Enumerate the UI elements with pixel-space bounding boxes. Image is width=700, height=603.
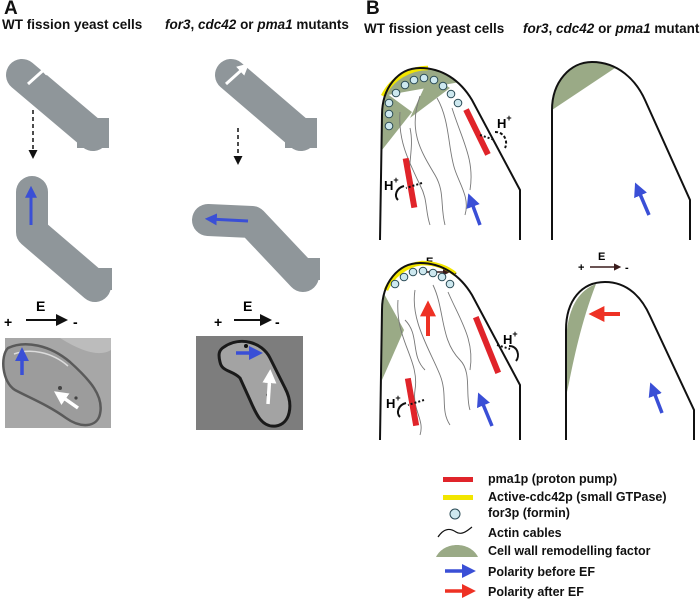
a-wt-field-minus: - (73, 314, 78, 330)
b-wt-proton-2: H+ (384, 175, 399, 193)
b-mut-field-symbol: E (598, 251, 605, 263)
gene-cdc42: cdc42 (556, 21, 595, 36)
legend-label-for3p: for3p (formin) (488, 506, 570, 520)
b-wt-blue-arrow-after (477, 392, 494, 427)
b-mut-cell-before (551, 60, 691, 240)
panel-b-letter: B (366, 0, 380, 19)
a-wt-cell-2 (16, 176, 112, 302)
b-mut-cell-after (565, 280, 695, 440)
b-wt-cell-before (379, 65, 521, 241)
a-wt-cell-1 (6, 59, 109, 151)
legend-icon-formin-circle (449, 508, 461, 520)
panel-a-wt-title: WT fission yeast cells (2, 17, 143, 32)
gene-pma1: pma1 (257, 17, 293, 32)
a-mut-field-plus: + (214, 314, 222, 330)
legend-icon-green-cap (436, 545, 478, 557)
a-wt-field-plus: + (4, 314, 12, 330)
b-wt-formin-circles-after (390, 266, 455, 289)
panel-b-wt-title: WT fission yeast cells (364, 21, 505, 36)
b-mut-field-plus: + (578, 262, 584, 274)
panel-a-letter: A (4, 0, 18, 19)
a-mut-field-minus: - (275, 314, 280, 330)
legend-icon-red-bar (443, 477, 473, 482)
gene-for3: for3 (523, 21, 549, 36)
legend-label-polarity-before: Polarity before EF (488, 565, 595, 579)
b-wt-proton-4: H+ (386, 393, 401, 411)
b-wt-blue-arrow (466, 193, 482, 226)
a-wt-micrograph (2, 338, 111, 428)
a-mut-cell-2 (192, 204, 320, 292)
gene-pma1: pma1 (615, 21, 651, 36)
b-wt-proton-3: H+ (503, 329, 518, 347)
legend-icon-yellow-bar (443, 495, 473, 500)
a-mut-micrograph (196, 336, 303, 430)
legend-label-polarity-after: Polarity after EF (488, 585, 584, 599)
a-mut-blue-polarity-arrow (204, 213, 249, 226)
panel-b-mutant-title: for3, cdc42 or pma1 mutants (523, 21, 700, 36)
panel-a-mutant-title: for3, cdc42 or pma1 mutants (165, 17, 349, 32)
b-wt-cell-after (379, 260, 521, 441)
b-mut-blue-arrow (634, 182, 651, 216)
b-mut-blue-arrow-after (648, 382, 664, 414)
a-wt-field-symbol: E (36, 298, 45, 314)
a-mut-field-symbol: E (243, 298, 252, 314)
b-wt-actin-cables (399, 95, 472, 226)
b-mut-field-minus: - (625, 262, 629, 274)
legend-label-cdc42p: Active-cdc42p (small GTPase) (488, 490, 667, 504)
legend-label-remodel: Cell wall remodelling factor (488, 544, 651, 558)
b-wt-actin-cables-after (397, 284, 472, 436)
b-wt-proton-1: H+ (497, 113, 512, 131)
a-mut-cell-1 (215, 59, 317, 151)
legend-label-actin: Actin cables (488, 526, 562, 540)
gene-cdc42: cdc42 (198, 17, 237, 32)
legend-label-pma1p: pma1p (proton pump) (488, 472, 618, 486)
legend-icon-actin-line (437, 526, 473, 538)
gene-for3: for3 (165, 17, 191, 32)
b-wt-formin-circles (384, 73, 463, 131)
